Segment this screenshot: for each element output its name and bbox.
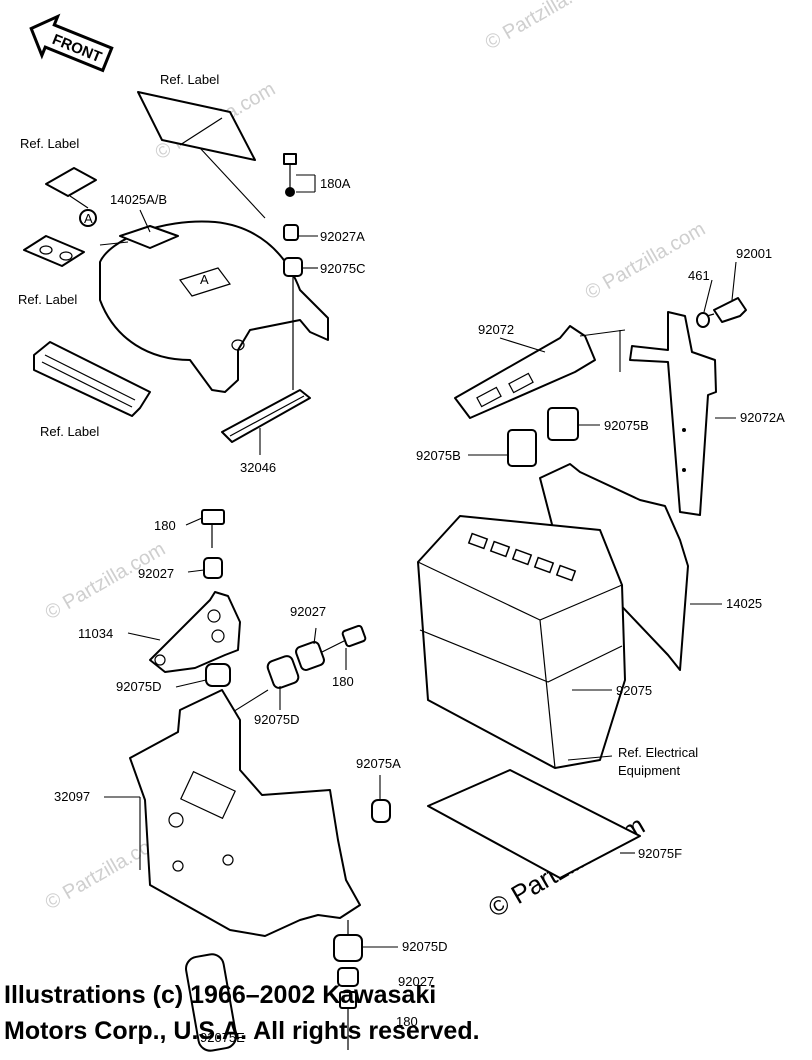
label-92075b-1: 92075B xyxy=(604,418,649,433)
collar-92027-2 xyxy=(295,641,325,671)
label-92075e: 92075E xyxy=(200,1030,245,1045)
bracket-92072 xyxy=(454,325,596,419)
plate-label xyxy=(23,235,85,267)
damper-92075b-2 xyxy=(507,429,537,467)
pad-92075e xyxy=(185,953,238,1052)
watermark-4: © Partzilla.com xyxy=(42,538,170,624)
label-92075a: 92075A xyxy=(356,756,401,771)
label-callout-a1: A xyxy=(84,211,93,226)
label-92001: 92001 xyxy=(736,246,772,261)
damper-92075d-3 xyxy=(333,934,363,962)
cover-ref-plate xyxy=(119,225,179,249)
label-92075: 92075 xyxy=(616,683,652,698)
part-labels: Ref. Label Ref. Label 14025A/B A A Ref. … xyxy=(18,72,785,1045)
label-92075d-3: 92075D xyxy=(402,939,448,954)
label-ref-electrical: Ref. Electrical xyxy=(618,745,698,760)
battery-case-32097 xyxy=(129,689,361,937)
label-14025: 14025 xyxy=(726,596,762,611)
label-92075d-1: 92075D xyxy=(116,679,162,694)
stay-92072a xyxy=(629,311,717,516)
collar-92027-3 xyxy=(337,967,359,987)
label-92075f: 92075F xyxy=(638,846,682,861)
damper-92075c xyxy=(283,257,303,277)
battery xyxy=(417,515,626,769)
label-180a: 180A xyxy=(320,176,351,191)
callout-a1-circle xyxy=(79,209,97,227)
label-32046: 32046 xyxy=(240,460,276,475)
damper-92075d-1 xyxy=(205,663,231,687)
copyright-line-1: Illustrations (c) 1966–2002 Kawasaki xyxy=(4,981,437,1009)
bolt-180-1 xyxy=(201,509,225,525)
bracket-11034 xyxy=(149,591,241,673)
small-ref-label xyxy=(45,167,97,197)
label-180-2: 180 xyxy=(332,674,354,689)
damper-92075d-2 xyxy=(266,655,300,689)
bolt-180-2 xyxy=(321,624,367,653)
battery-cover xyxy=(99,220,329,393)
label-11034: 11034 xyxy=(78,626,113,641)
collar-92027a xyxy=(283,224,299,241)
damper-92075a xyxy=(371,799,391,823)
label-461: 461 xyxy=(688,268,710,283)
label-14025ab: 14025A/B xyxy=(110,192,167,207)
label-180-1: 180 xyxy=(154,518,176,533)
label-92075b-2: 92075B xyxy=(416,448,461,463)
label-92027-2: 92027 xyxy=(290,604,326,619)
label-callout-a2: A xyxy=(200,272,209,287)
label-180-3: 180 xyxy=(396,1014,418,1029)
label-92072a: 92072A xyxy=(740,410,785,425)
label-32097: 32097 xyxy=(54,789,90,804)
front-arrow-icon: FRONT xyxy=(29,13,114,73)
label-92075c: 92075C xyxy=(320,261,366,276)
label-92027-1: 92027 xyxy=(138,566,174,581)
washer-461 xyxy=(696,312,710,328)
copyright-line-2: Motors Corp., U.S.A. All rights reserved… xyxy=(4,1017,480,1045)
ref-label-sheet xyxy=(137,91,256,161)
collar-92027-1 xyxy=(203,557,223,579)
label-92027a: 92027A xyxy=(320,229,365,244)
label-equipment: Equipment xyxy=(618,763,681,778)
damper-92075b-1 xyxy=(547,407,579,441)
rubber-mat-92075f xyxy=(427,769,641,879)
label-92075d-2: 92075D xyxy=(254,712,300,727)
watermark-3: © Partzilla.com xyxy=(582,218,710,304)
label-ref-label-left: Ref. Label xyxy=(18,292,77,307)
label-ref-label-top: Ref. Label xyxy=(160,72,219,87)
label-92072: 92072 xyxy=(478,322,514,337)
label-ref-label-bottom: Ref. Label xyxy=(40,424,99,439)
label-ref-label-small: Ref. Label xyxy=(20,136,79,151)
watermark-1: © Partzilla.com xyxy=(482,0,610,54)
label-92027-3: 92027 xyxy=(398,974,434,989)
screw-180a xyxy=(283,153,297,165)
